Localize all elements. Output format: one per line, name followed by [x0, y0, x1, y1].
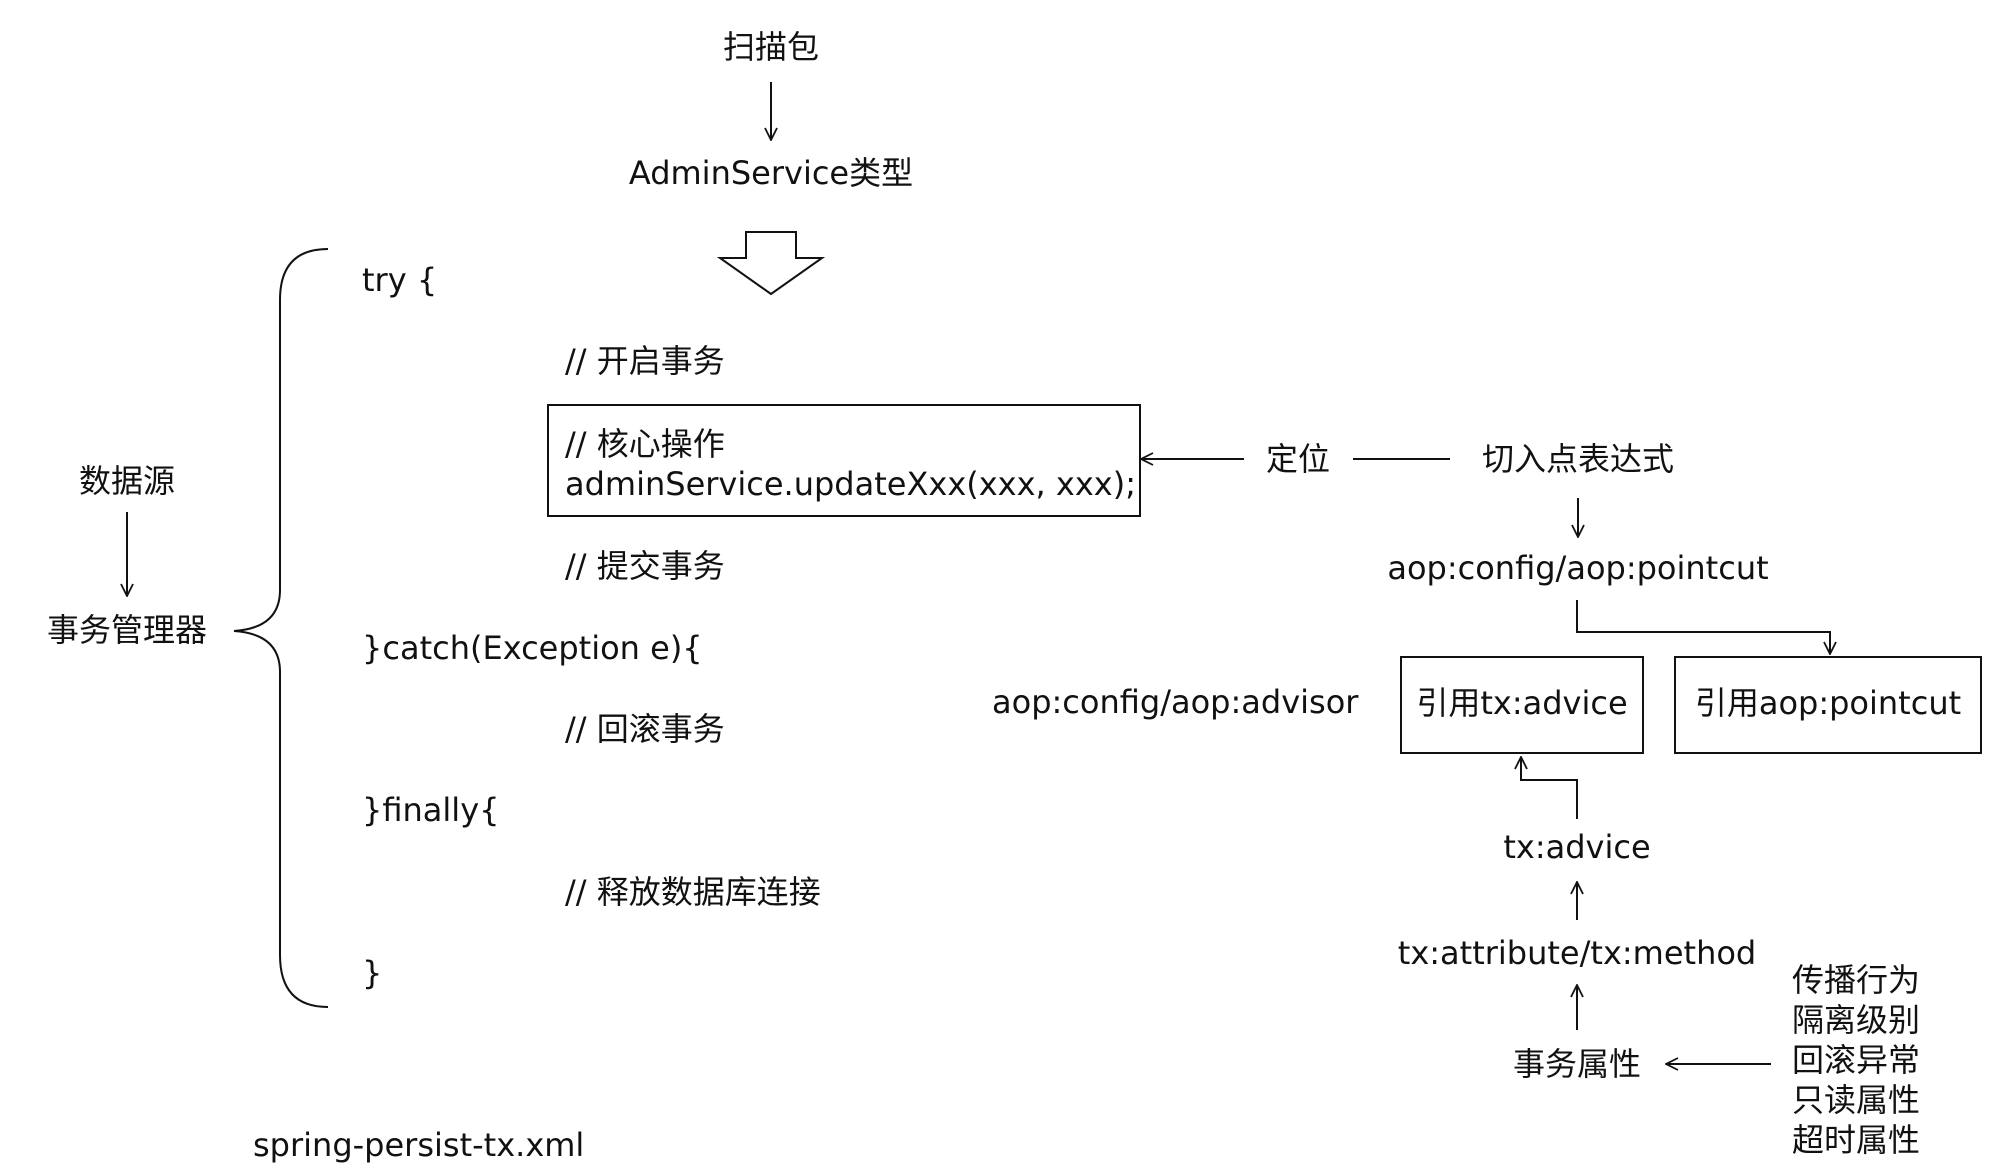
code-catch-line: }catch(Exception e){: [362, 629, 703, 667]
tx-properties-label: 事务属性: [1512, 1045, 1642, 1083]
arrow-pointcut-to-ref: [1576, 600, 1830, 654]
aop-advisor-label: aop:config/aop:advisor: [992, 683, 1359, 721]
core-method-call: adminService.updateXxx(xxx, xxx);: [565, 465, 1136, 503]
property-isolation: 隔离级别: [1792, 1001, 1921, 1039]
comment-commit-transaction: // 提交事务: [565, 547, 725, 585]
datasource-label: 数据源: [78, 462, 176, 500]
property-rollback-exception: 回滚异常: [1792, 1041, 1921, 1079]
comment-rollback-transaction: // 回滚事务: [565, 710, 725, 748]
property-timeout: 超时属性: [1792, 1121, 1921, 1159]
pointcut-expression-label: 切入点表达式: [1481, 440, 1675, 478]
service-type-label: AdminService类型: [628, 154, 914, 192]
ref-tx-advice-label: 引用tx:advice: [1416, 684, 1628, 722]
config-filename-label: spring-persist-tx.xml: [253, 1126, 585, 1164]
tx-advice-label: tx:advice: [1503, 828, 1651, 866]
comment-release-connection: // 释放数据库连接: [565, 873, 821, 911]
property-propagation: 传播行为: [1792, 961, 1921, 999]
property-read-only: 只读属性: [1792, 1081, 1921, 1119]
ref-aop-pointcut-box: [1674, 656, 1982, 754]
aop-pointcut-label: aop:config/aop:pointcut: [1387, 549, 1769, 587]
ref-aop-pointcut-label: 引用aop:pointcut: [1694, 684, 1962, 722]
code-try-open: try {: [362, 261, 438, 299]
code-close-brace: }: [362, 954, 383, 992]
transaction-manager-label: 事务管理器: [46, 611, 208, 649]
ref-tx-advice-box: [1400, 656, 1644, 754]
code-finally-line: }finally{: [362, 791, 500, 829]
arrow-advice-to-ref: [1521, 757, 1578, 819]
curly-brace: [233, 248, 329, 1008]
comment-begin-transaction: // 开启事务: [565, 342, 725, 380]
core-operation-box: [547, 404, 1141, 517]
property-list: 传播行为 隔离级别 回滚异常 只读属性 超时属性: [1792, 960, 1920, 1160]
tx-attribute-method-label: tx:attribute/tx:method: [1397, 934, 1757, 972]
hollow-down-arrow: [716, 231, 826, 296]
locate-label: 定位: [1265, 440, 1331, 478]
scan-package-label: 扫描包: [722, 28, 820, 66]
comment-core-operation: // 核心操作: [565, 425, 725, 463]
